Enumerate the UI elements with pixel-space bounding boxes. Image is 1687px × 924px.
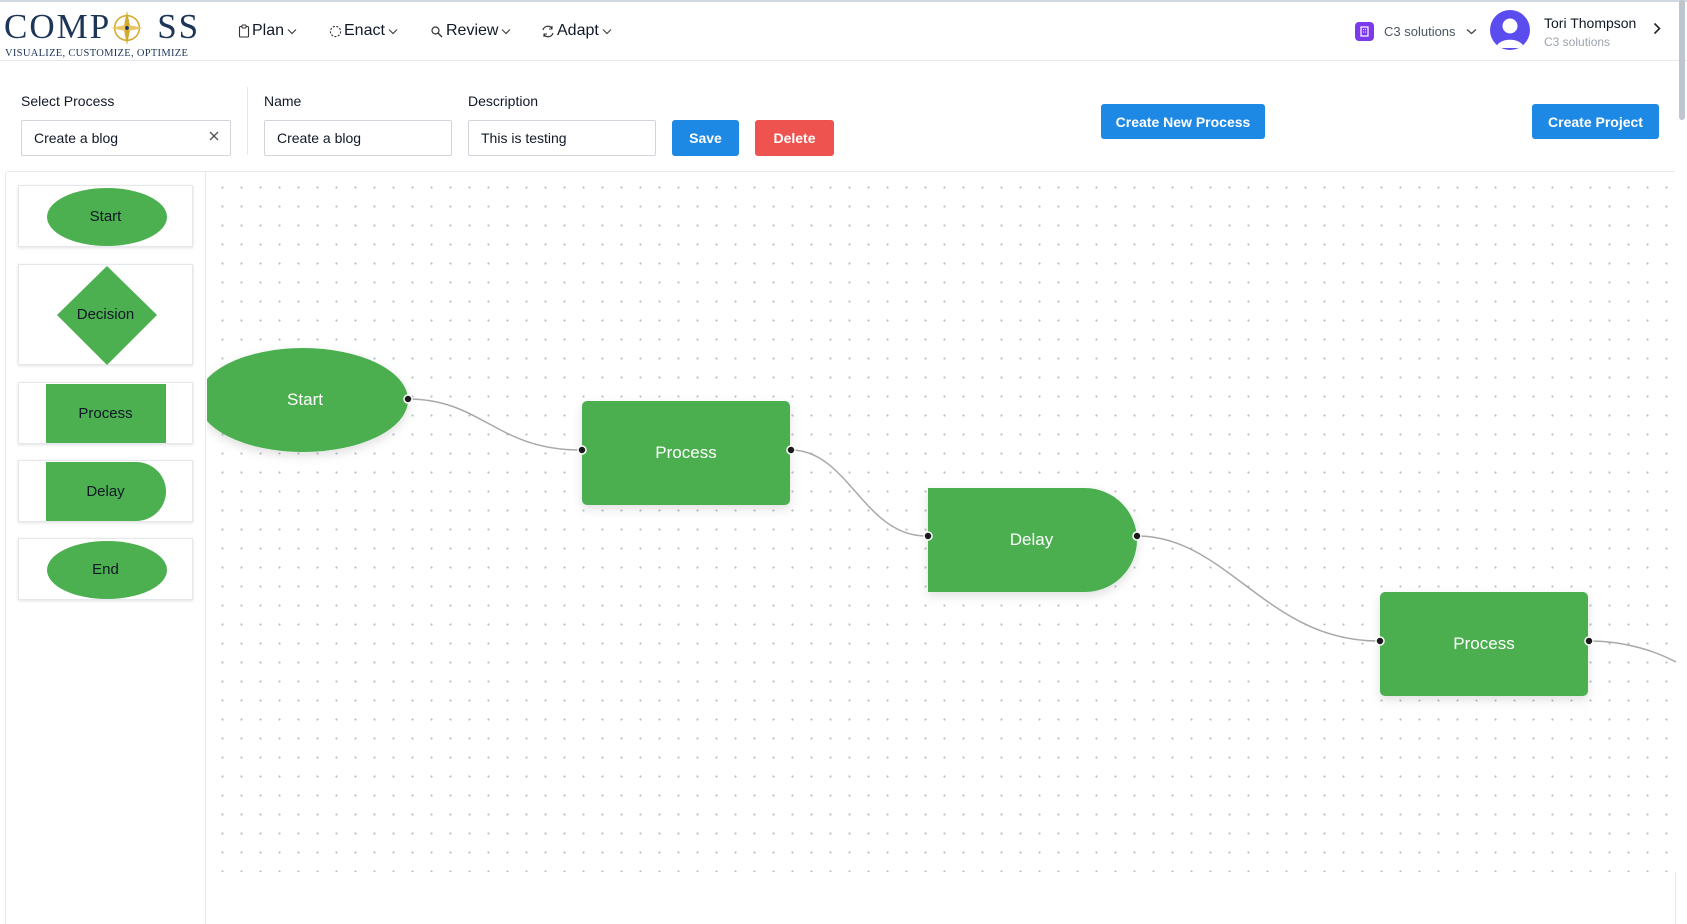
nav-enact[interactable]: Enact: [329, 20, 398, 42]
nav-plan-label: Plan: [252, 22, 285, 39]
flow-edge[interactable]: [407, 398, 581, 451]
compass-rose-icon: [110, 10, 144, 46]
name-input[interactable]: [277, 130, 439, 146]
chevron-down-icon: [502, 28, 511, 34]
logo-wordmark: COMP SS: [4, 8, 200, 46]
nav-review-label: Review: [446, 22, 499, 39]
nav-adapt[interactable]: Adapt: [541, 20, 612, 42]
connection-handle[interactable]: [923, 531, 933, 541]
description-field[interactable]: [468, 120, 656, 156]
palette-item-start[interactable]: Start: [18, 185, 193, 247]
flow-node-process[interactable]: [582, 401, 790, 505]
connection-handle[interactable]: [577, 445, 587, 455]
flow-node-delay-label: Delay: [1009, 530, 1054, 549]
clipboard-icon: [238, 24, 250, 38]
flow-node-process-2-label: Process: [1453, 634, 1515, 653]
user-avatar-icon: [1496, 18, 1524, 48]
chevron-down-icon: [602, 28, 612, 34]
user-name: Tori Thompson: [1544, 15, 1637, 31]
palette-item-delay[interactable]: Delay: [18, 460, 193, 522]
ellipse-shape-icon: [47, 541, 167, 599]
avatar[interactable]: [1490, 10, 1530, 50]
close-icon[interactable]: [208, 130, 220, 142]
refresh-icon: [542, 25, 554, 37]
logo-tagline: VISUALIZE, CUSTOMIZE, OPTIMIZE: [5, 48, 189, 59]
flow-edge[interactable]: [790, 449, 927, 537]
flow-node-process-label: Process: [655, 443, 717, 462]
chevron-right-icon[interactable]: [1653, 22, 1661, 35]
flow-canvas[interactable]: Start Process Delay Process: [207, 172, 1676, 872]
org-name: C3 solutions: [1384, 23, 1456, 39]
nav-enact-label: Enact: [344, 22, 385, 39]
delay-shape-icon: [46, 462, 166, 521]
connection-handle[interactable]: [403, 394, 413, 404]
page-scrollbar[interactable]: [1679, 0, 1685, 120]
flow-workspace: Start Decision Process Delay End: [5, 171, 1676, 924]
flow-node-process-2[interactable]: [1380, 592, 1588, 696]
compass-logo[interactable]: COMP SS VISUALIZE, CUSTOMIZE, OPTIMIZE: [4, 6, 198, 60]
description-label: Description: [468, 93, 539, 109]
connection-handle[interactable]: [1375, 636, 1385, 646]
building-icon: [1355, 21, 1374, 41]
palette-item-label: End: [92, 561, 119, 578]
flow-edge[interactable]: [1136, 535, 1379, 642]
description-input[interactable]: [481, 130, 643, 146]
flow-edge[interactable]: [1588, 640, 1676, 663]
palette-item-process[interactable]: Process: [18, 382, 193, 444]
palette-item-label: Start: [89, 208, 122, 225]
search-doc-icon: [431, 25, 443, 37]
flow-node-start[interactable]: [207, 348, 408, 452]
select-process-label: Select Process: [21, 93, 115, 109]
dashed-circle-icon: [329, 25, 342, 37]
connection-handle[interactable]: [786, 445, 796, 455]
select-process-field[interactable]: Create a blog: [21, 120, 231, 156]
palette-item-decision[interactable]: Decision: [18, 264, 193, 365]
org-switcher[interactable]: C3 solutions: [1355, 20, 1477, 42]
chevron-down-icon: [1466, 28, 1476, 34]
create-project-button[interactable]: Create Project: [1532, 104, 1659, 139]
palette-item-end[interactable]: End: [18, 538, 193, 600]
palette-item-label: Delay: [86, 483, 125, 500]
palette-item-label: Decision: [76, 306, 135, 323]
flow-node-start-label: Start: [287, 390, 323, 409]
nav-review[interactable]: Review: [430, 20, 511, 42]
name-field[interactable]: [264, 120, 452, 156]
chevron-down-icon: [388, 28, 398, 34]
form-divider: [247, 87, 248, 155]
nav-plan[interactable]: Plan: [238, 20, 297, 42]
shape-palette: Start Decision Process Delay End: [6, 172, 206, 924]
nav-adapt-label: Adapt: [557, 22, 599, 39]
save-button[interactable]: Save: [672, 120, 739, 156]
logo-word-left: COMP: [4, 7, 112, 46]
create-new-process-button[interactable]: Create New Process: [1101, 104, 1265, 139]
flow-graph: [207, 348, 1676, 696]
logo-word-right: SS: [157, 7, 201, 46]
user-org: C3 solutions: [1544, 35, 1611, 49]
palette-item-label: Process: [78, 405, 133, 422]
connection-handle[interactable]: [1584, 636, 1594, 646]
diamond-shape-icon: [57, 266, 157, 365]
top-navbar: COMP SS VISUALIZE, CUSTOMIZE, OPTIMIZE Pl…: [0, 0, 1687, 61]
chevron-down-icon: [287, 28, 297, 34]
delete-button[interactable]: Delete: [755, 120, 834, 156]
rectangle-shape-icon: [46, 384, 166, 443]
flow-node-delay[interactable]: [928, 488, 1137, 592]
select-process-value: Create a blog: [34, 130, 119, 146]
name-label: Name: [264, 93, 302, 109]
connection-handle[interactable]: [1132, 531, 1142, 541]
ellipse-shape-icon: [47, 188, 167, 246]
